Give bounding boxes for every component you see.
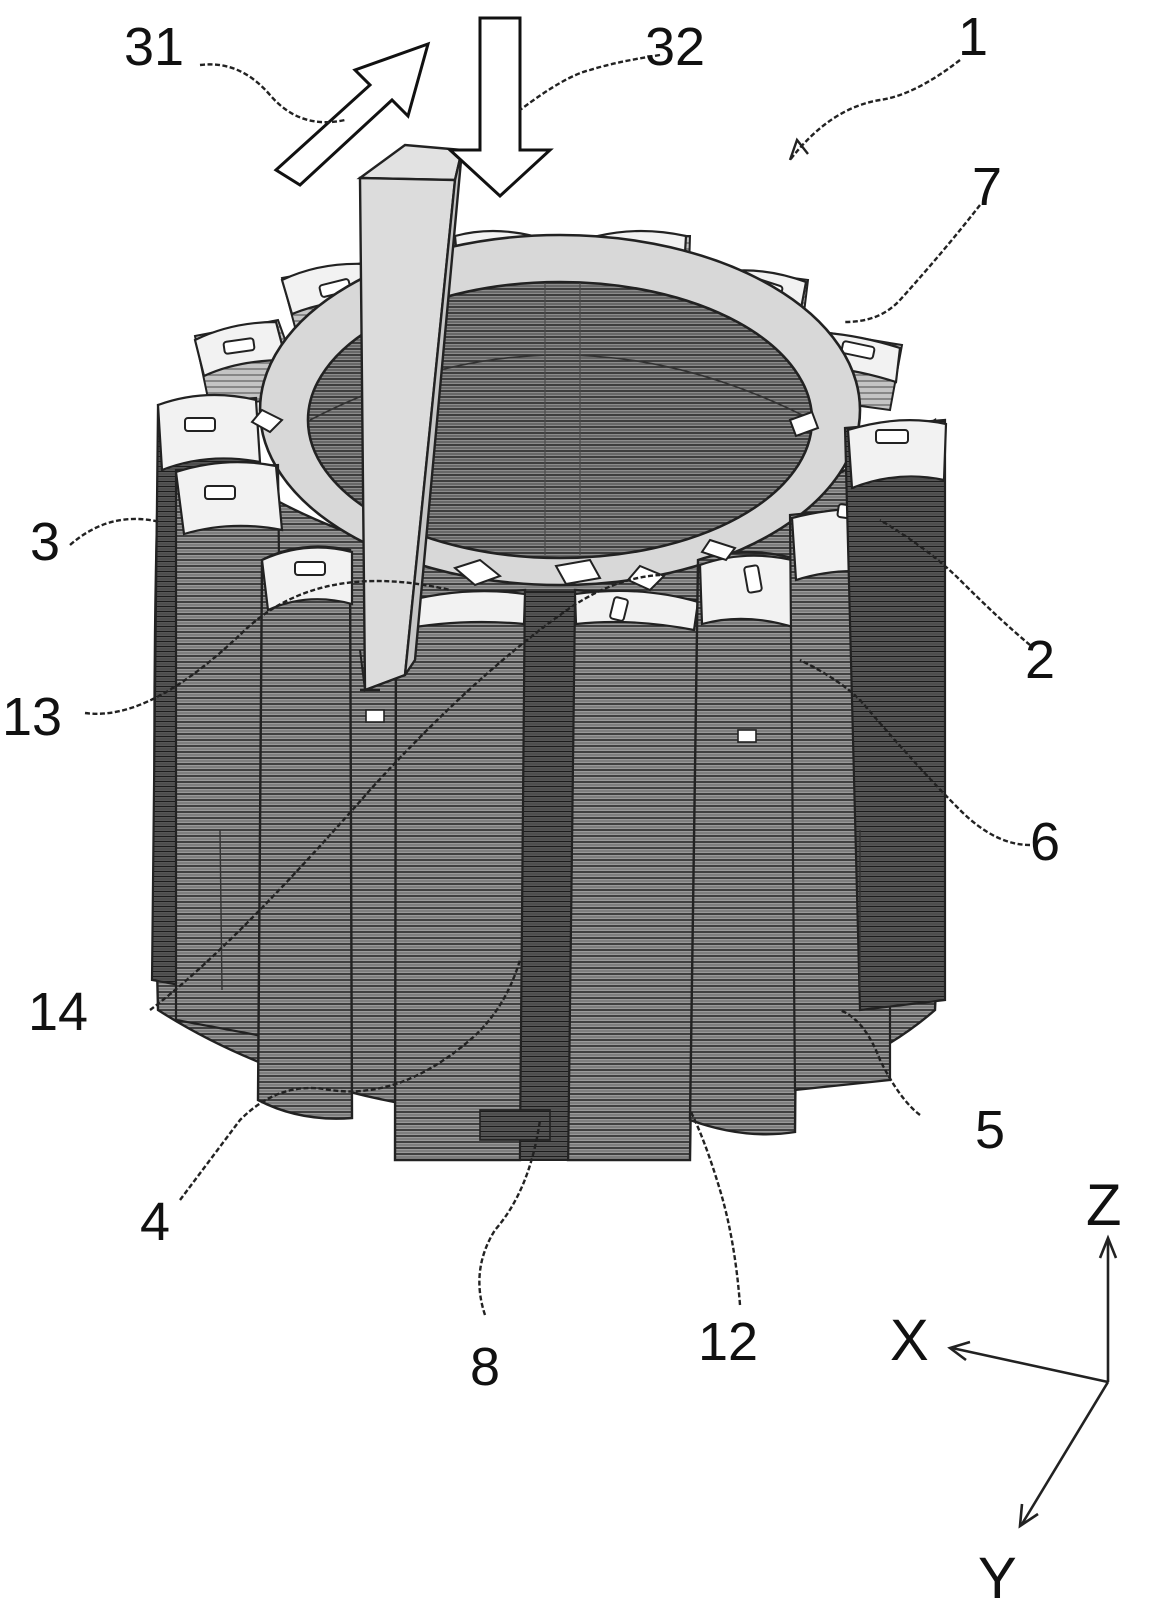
label-4: 4 — [140, 1192, 170, 1252]
label-12: 12 — [698, 1312, 758, 1372]
label-3: 3 — [30, 512, 60, 572]
axis-label-x: X — [890, 1308, 929, 1373]
arrow-32-down — [450, 18, 550, 196]
label-8: 8 — [470, 1337, 500, 1397]
label-14: 14 — [28, 982, 88, 1042]
axis-label-z: Z — [1086, 1173, 1121, 1238]
stator-core — [152, 231, 946, 1160]
label-31: 31 — [124, 17, 184, 77]
label-2: 2 — [1025, 630, 1055, 690]
label-7: 7 — [972, 157, 1002, 217]
label-32: 32 — [645, 17, 705, 77]
axis-triad: Z X Y — [890, 1173, 1121, 1609]
label-1: 1 — [958, 7, 988, 67]
label-5: 5 — [975, 1100, 1005, 1160]
label-6: 6 — [1030, 812, 1060, 872]
label-13: 13 — [2, 687, 62, 747]
axis-label-y: Y — [978, 1546, 1017, 1609]
